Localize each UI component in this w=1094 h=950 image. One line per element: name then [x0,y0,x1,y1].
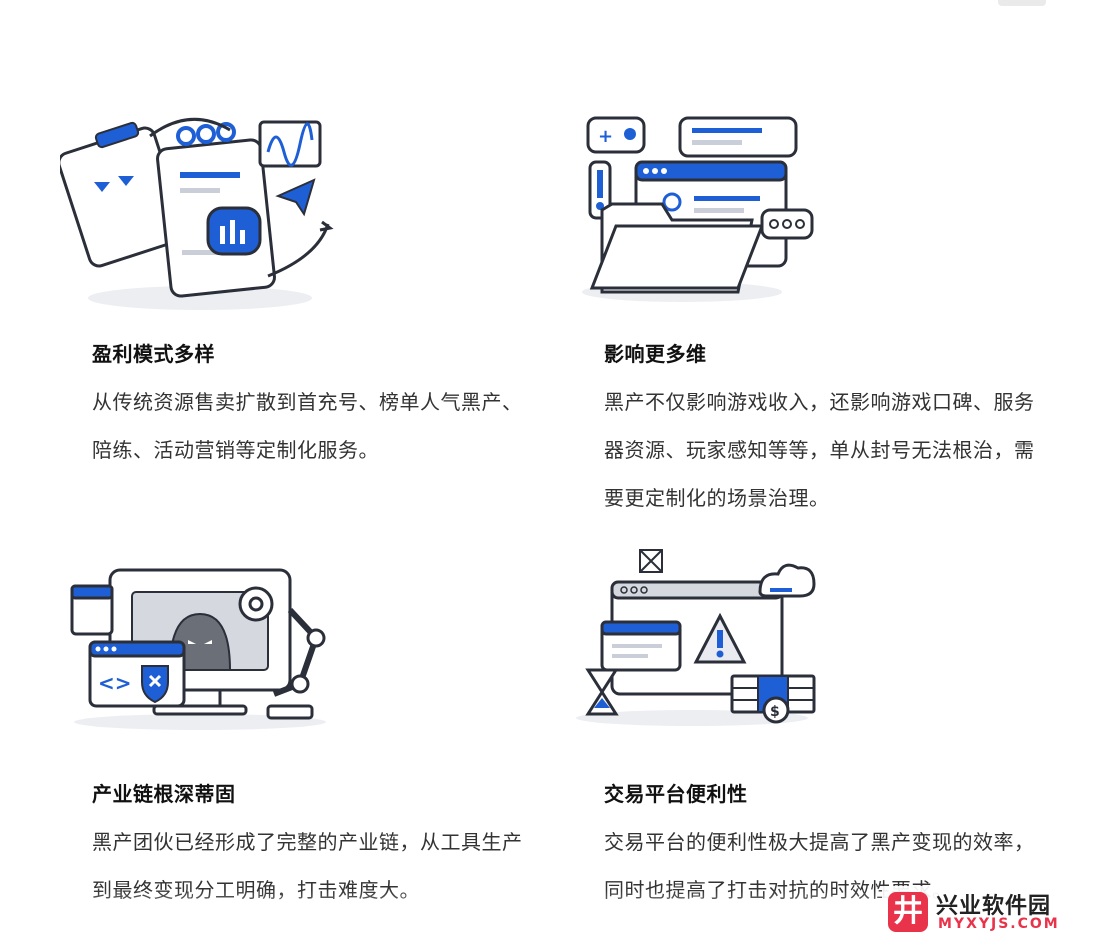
watermark-url: MYXYJS.COM [938,916,1060,932]
watermark-title: 兴业软件园 [936,894,1052,919]
card-title: 交易平台便利性 [604,782,748,806]
watermark-logo-icon: 井 [888,892,928,932]
card-title: 产业链根深蒂固 [92,782,236,806]
card-description: 交易平台的便利性极大提高了黑产变现的效率，同时也提高了打击对抗的时效性要求。 [604,830,1035,902]
card-description: 黑产不仅影响游戏收入，还影响游戏口碑、服务器资源、玩家感知等等，单从封号无法根治… [604,390,1035,510]
top-edge-decoration [998,0,1046,6]
card-description: 从传统资源售卖扩散到首充号、榜单人气黑产、陪练、活动营销等定制化服务。 [92,390,523,462]
trading-platform-illustration-icon: $ [576,549,816,726]
svg-text:<>: <> [98,671,132,695]
impact-illustration-icon: + [582,116,814,302]
card-title: 影响更多维 [604,342,707,366]
card-title: 盈利模式多样 [92,342,215,366]
svg-text:+: + [598,126,613,147]
svg-text:$: $ [770,704,780,720]
profit-illustration-icon [60,117,334,310]
site-watermark: 井 兴业软件园 MYXYJS.COM [882,886,1082,942]
industry-chain-illustration-icon: <> [70,568,326,730]
